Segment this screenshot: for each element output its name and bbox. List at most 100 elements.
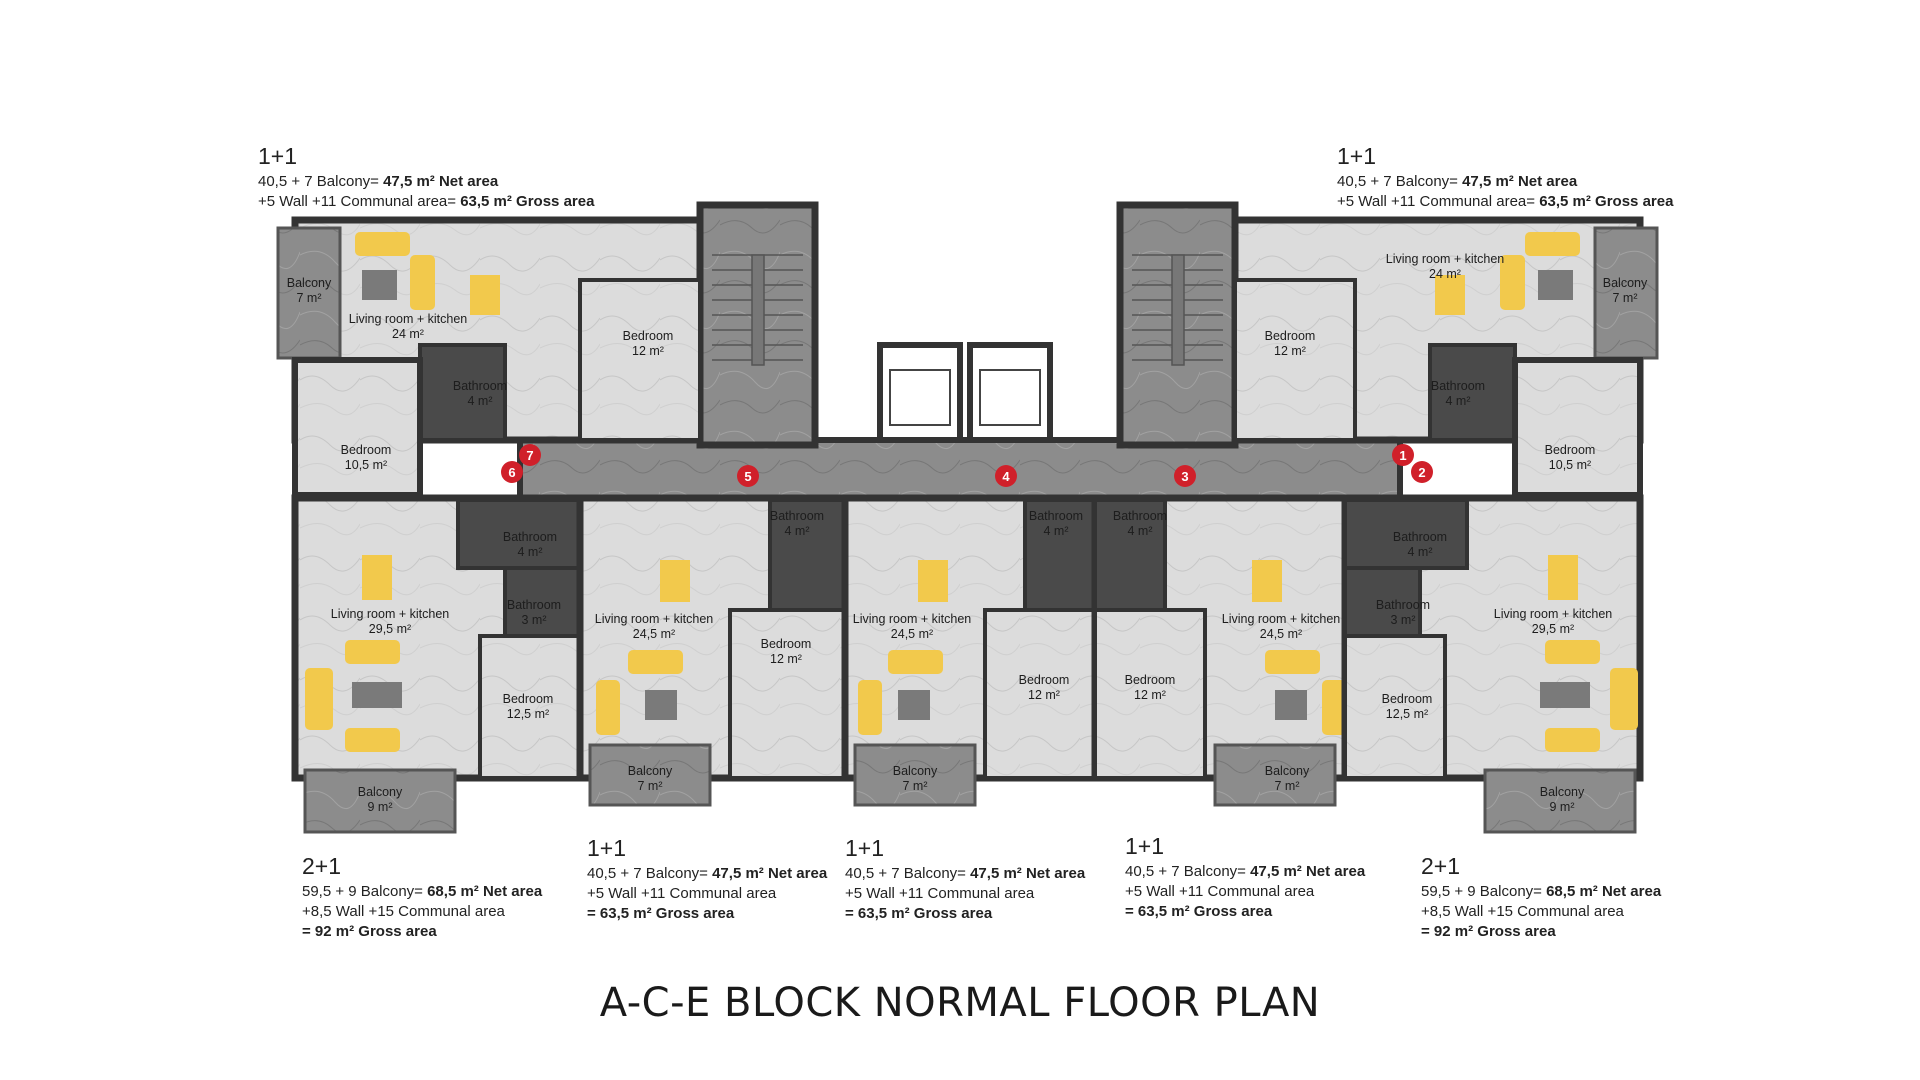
room-name: Balcony	[1540, 785, 1585, 799]
room-name: Bedroom	[341, 443, 392, 457]
room-labels: Balcony 7 m² Living room + kitchen 24 m²…	[287, 252, 1648, 814]
room-name: Living room + kitchen	[1386, 252, 1505, 266]
sofa-icon	[345, 640, 400, 664]
sofa-icon	[410, 255, 435, 310]
apt-type: 2+1	[1421, 853, 1461, 879]
room-name: Living room + kitchen	[331, 607, 450, 621]
apt-type: 1+1	[258, 143, 298, 169]
apt-label-top-right: 1+1 40,5 + 7 Balcony= 47,5 m² Net area +…	[1337, 143, 1674, 210]
room-name: Living room + kitchen	[1222, 612, 1341, 626]
room-area: 4 m²	[1446, 394, 1471, 408]
sofa-icon	[628, 650, 683, 674]
coffee-table-icon	[898, 690, 930, 720]
door-marker: 3	[1174, 465, 1196, 487]
room-name: Bathroom	[770, 509, 824, 523]
room-name: Bathroom	[1393, 530, 1447, 544]
balcony-top-left	[276, 226, 342, 360]
dining-table-icon	[1548, 555, 1578, 600]
coffee-table-icon	[352, 682, 402, 708]
room-name: Bedroom	[1019, 673, 1070, 687]
room-area: 7 m²	[1613, 291, 1638, 305]
room-area: 12,5 m²	[507, 707, 549, 721]
balcony-bottom-4	[1213, 743, 1337, 807]
room-area: 29,5 m²	[1532, 622, 1574, 636]
balcony-bottom-right	[1483, 768, 1637, 834]
sofa-icon	[1525, 232, 1580, 256]
room-area: 7 m²	[297, 291, 322, 305]
sofa-icon	[1545, 728, 1600, 752]
sofa-icon	[596, 680, 620, 735]
room-area: 7 m²	[903, 779, 928, 793]
door-markers: 1 2 3 4 5 6 7	[501, 444, 1433, 487]
bedroom-top-left	[292, 357, 423, 498]
balcony-bottom-3	[853, 743, 977, 807]
room-name: Living room + kitchen	[595, 612, 714, 626]
room-name: Living room + kitchen	[853, 612, 972, 626]
svg-text:3: 3	[1181, 469, 1188, 484]
room-area: 12 m²	[1028, 688, 1060, 702]
room-name: Bedroom	[1382, 692, 1433, 706]
room-name: Bedroom	[1265, 329, 1316, 343]
room-name: Bedroom	[761, 637, 812, 651]
room-name: Balcony	[1603, 276, 1648, 290]
elevator-car-left	[889, 369, 951, 426]
door-marker: 5	[737, 465, 759, 487]
room-area: 24,5 m²	[1260, 627, 1302, 641]
balcony-bottom-2	[588, 743, 712, 807]
room-name: Living room + kitchen	[1494, 607, 1613, 621]
room-name: Bathroom	[453, 379, 507, 393]
svg-text:5: 5	[744, 469, 751, 484]
room-area: 24,5 m²	[633, 627, 675, 641]
room-name: Balcony	[358, 785, 403, 799]
room-area: 24 m²	[1429, 267, 1461, 281]
room-area: 9 m²	[1550, 800, 1575, 814]
dining-table-icon	[470, 275, 500, 315]
room-name: Balcony	[893, 764, 938, 778]
stairs-right-icon	[1132, 254, 1223, 366]
sofa-icon	[1322, 680, 1346, 735]
dining-table-icon	[362, 555, 392, 600]
room-area: 3 m²	[1391, 613, 1416, 627]
apt-type: 1+1	[1125, 833, 1165, 859]
room-area: 4 m²	[1044, 524, 1069, 538]
room-area: 4 m²	[468, 394, 493, 408]
room-name: Balcony	[287, 276, 332, 290]
bathroom-bottom-right-1	[1343, 498, 1469, 570]
bedroom-bottom-2	[728, 608, 847, 780]
dining-table-icon	[1435, 275, 1465, 315]
apt-type: 1+1	[1337, 143, 1377, 169]
svg-text:6: 6	[508, 465, 515, 480]
room-area: 12 m²	[770, 652, 802, 666]
room-area: 12 m²	[1134, 688, 1166, 702]
room-name: Bathroom	[507, 598, 561, 612]
room-area: 7 m²	[638, 779, 663, 793]
balcony-bottom-left	[303, 768, 457, 834]
room-name: Bedroom	[1545, 443, 1596, 457]
dining-table-icon	[918, 560, 948, 602]
apt-type: 1+1	[587, 835, 627, 861]
apt-label-bottom-left-2plus1: 2+1 59,5 + 9 Balcony= 68,5 m² Net area +…	[302, 853, 543, 940]
room-name: Bedroom	[1125, 673, 1176, 687]
apt-type: 1+1	[845, 835, 885, 861]
bathroom-bottom-right-2	[1343, 566, 1422, 638]
central-corridor	[517, 437, 1403, 501]
room-name: Bathroom	[1029, 509, 1083, 523]
elevator-car-right	[979, 369, 1041, 426]
room-name: Bathroom	[1113, 509, 1167, 523]
page-title: A-C-E BLOCK NORMAL FLOOR PLAN	[599, 980, 1321, 1026]
room-area: 9 m²	[368, 800, 393, 814]
room-area: 4 m²	[785, 524, 810, 538]
stairs-left-icon	[712, 254, 803, 366]
room-name: Balcony	[1265, 764, 1310, 778]
sofa-icon	[1265, 650, 1320, 674]
apt-type: 2+1	[302, 853, 342, 879]
room-area: 7 m²	[1275, 779, 1300, 793]
room-area: 4 m²	[1408, 545, 1433, 559]
apt-label-bottom-right-2plus1: 2+1 59,5 + 9 Balcony= 68,5 m² Net area +…	[1421, 853, 1662, 940]
sofa-icon	[1500, 255, 1525, 310]
bathroom-bottom-4	[1093, 498, 1167, 612]
door-marker: 4	[995, 465, 1017, 487]
room-area: 10,5 m²	[345, 458, 387, 472]
coffee-table-icon	[362, 270, 397, 300]
